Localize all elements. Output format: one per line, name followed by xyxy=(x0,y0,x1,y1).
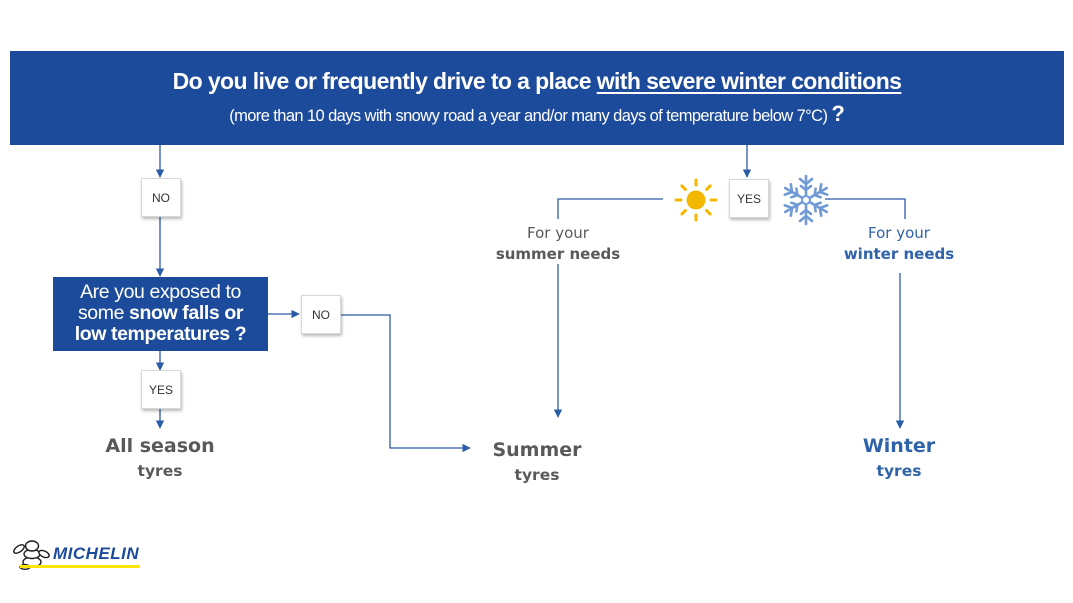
decision-yes-second: YES xyxy=(141,370,181,409)
connector-yes-to-summer-needs xyxy=(557,198,663,219)
snowflake-icon xyxy=(783,174,829,226)
subtitle-question-mark: ? xyxy=(831,101,845,126)
winter-needs-line1: For your xyxy=(868,224,930,242)
winter-needs-line2-bold: winter needs xyxy=(843,245,955,263)
result-summer-tyres: Summer tyres xyxy=(467,438,607,488)
second-question-box: Are you exposed to some snow falls or lo… xyxy=(53,277,268,351)
subtitle-text: (more than 10 days with snowy road a yea… xyxy=(229,107,828,125)
result-all-season-tyres: All season tyres xyxy=(80,434,240,484)
second-question-line3-bold: low temperatures xyxy=(74,322,230,345)
decision-no-main: NO xyxy=(141,178,181,217)
main-question-prefix: Do you live or frequently drive to a pla… xyxy=(172,68,597,94)
result-summer-line2: tyres xyxy=(514,466,560,484)
decision-yes-main: YES xyxy=(729,179,769,218)
summer-needs-line2: summer needs xyxy=(488,244,628,265)
second-question-mark: ? xyxy=(234,322,247,345)
result-summer-line1: Summer xyxy=(492,439,582,461)
connector-no-to-summer xyxy=(340,314,471,453)
result-winter-line2: tyres xyxy=(876,462,922,480)
second-question-line1: Are you exposed to xyxy=(80,280,241,303)
main-question-subtitle: (more than 10 days with snowy road a yea… xyxy=(10,101,1064,127)
summer-needs-line2-bold: summer needs xyxy=(495,245,621,263)
sun-icon xyxy=(674,178,718,222)
michelin-logo-text: MICHELIN xyxy=(53,544,140,563)
result-all-season-line1: All season xyxy=(105,435,215,457)
summer-needs-label: For your summer needs xyxy=(488,223,628,265)
second-question-line2-plain: some xyxy=(77,301,130,324)
second-question-line2: some snow falls or xyxy=(75,301,247,324)
main-question: Do you live or frequently drive to a pla… xyxy=(10,68,1064,95)
result-winter-line1: Winter xyxy=(862,435,936,457)
logo-underline xyxy=(20,565,140,568)
decision-no-second: NO xyxy=(301,295,341,334)
second-question-line2-bold: snow falls or xyxy=(129,301,244,324)
winter-needs-line2: winter needs xyxy=(829,244,969,265)
summer-needs-line1: For your xyxy=(527,224,589,242)
winter-needs-label: For your winter needs xyxy=(829,223,969,265)
main-question-banner: Do you live or frequently drive to a pla… xyxy=(10,51,1064,145)
result-winter-tyres: Winter tyres xyxy=(829,434,969,484)
connector-yes-to-winter-needs xyxy=(825,198,906,219)
second-question-line3: low temperatures ? xyxy=(74,322,247,345)
result-all-season-line2: tyres xyxy=(137,462,183,480)
main-question-emphasis: with severe winter conditions xyxy=(596,68,902,94)
